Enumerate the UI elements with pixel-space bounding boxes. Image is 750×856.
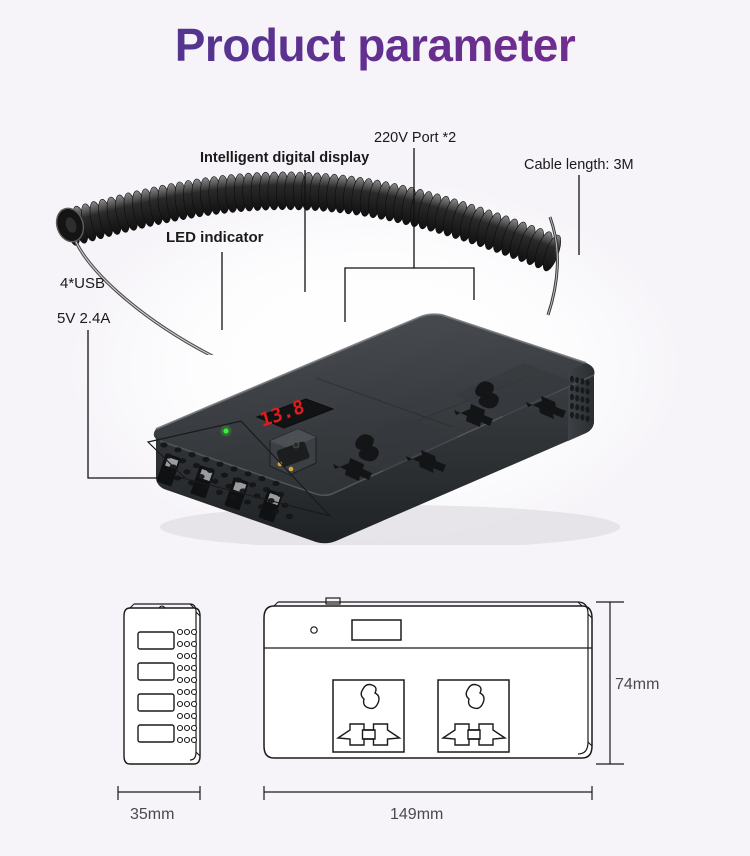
dim-label-width: 149mm	[390, 806, 444, 823]
annotation-220v-port: 220V Port *2	[374, 130, 457, 146]
dim-height-line	[596, 601, 624, 765]
drawing-display-window	[351, 619, 402, 641]
drawing-socket-2	[437, 679, 510, 753]
dim-label-height: 74mm	[615, 676, 660, 693]
annotation-usb-output: 5V 2.4A	[57, 310, 111, 327]
socket-universal-1	[332, 417, 458, 481]
end-cap-vent-holes	[570, 375, 590, 422]
drawing-socket-1	[332, 679, 405, 753]
side-view-vent-holes	[176, 628, 198, 744]
side-view-drawing	[123, 603, 201, 765]
socket-universal-2	[454, 363, 576, 427]
annotation-led-indicator: LED indicator	[166, 229, 264, 246]
dim-depth-line	[117, 786, 201, 800]
front-view-drawing	[263, 597, 593, 759]
annotation-intelligent-digital-display: Intelligent digital display	[200, 150, 370, 166]
side-view-usb-slots	[137, 631, 175, 743]
annotation-cable-length: Cable length: 3M	[524, 157, 634, 173]
annotation-usb-count: 4*USB	[60, 275, 106, 292]
page-title: Product parameter	[0, 18, 750, 72]
drawing-led-dot	[310, 626, 318, 634]
dim-width-line	[263, 786, 593, 800]
dim-label-depth: 35mm	[130, 806, 175, 823]
